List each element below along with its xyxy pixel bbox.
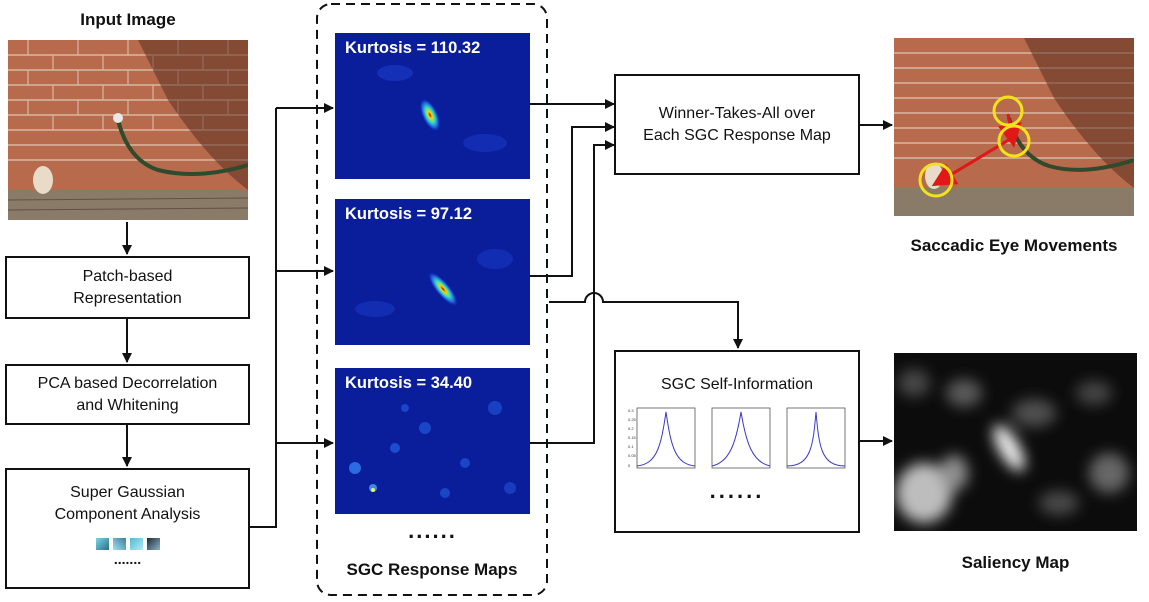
sgca-dots: ....... — [113, 551, 142, 567]
kurtosis-label-2: Kurtosis = 97.12 — [345, 205, 473, 223]
pca-line1: PCA based Decorrelation — [37, 374, 218, 392]
patch-line2: Representation — [73, 289, 182, 307]
wta-line2: Each SGC Response Map — [643, 126, 831, 144]
heatmap-1 — [335, 33, 530, 179]
basis-thumb — [129, 538, 143, 550]
sgca-line2: Component Analysis — [54, 506, 201, 523]
pca-line2: and Whitening — [76, 396, 179, 414]
pca-whitening-box: PCA based Decorrelation and Whitening — [5, 364, 250, 425]
patch-representation-box: Patch-based Representation — [5, 256, 250, 319]
sgca-box: Super Gaussian Component Analysis ......… — [5, 468, 250, 589]
basis-thumb — [112, 538, 126, 550]
distribution-plot — [711, 407, 771, 469]
saliency-map — [894, 353, 1137, 531]
response-maps-caption: SGC Response Maps — [346, 560, 518, 579]
response-map-3: Kurtosis = 34.40 — [335, 368, 530, 514]
distribution-plot: 0.3 0.25 0.2 0.15 0.1 0.05 0 — [628, 407, 696, 469]
saliency-caption: Saliency Map — [961, 553, 1070, 572]
distribution-plot — [786, 407, 846, 469]
tick: 0.15 — [628, 435, 637, 440]
sgca-line1: Super Gaussian — [70, 484, 185, 501]
response-map-2: Kurtosis = 97.12 — [335, 199, 530, 345]
self-info-dots: ...... — [709, 478, 765, 503]
basis-thumbnails — [95, 538, 160, 550]
basis-thumb — [95, 538, 109, 550]
basis-thumb — [146, 538, 160, 550]
tick: 0.2 — [628, 426, 634, 431]
response-map-1: Kurtosis = 110.32 — [335, 33, 530, 179]
input-image-title: Input Image — [80, 10, 176, 29]
saccade-image — [894, 38, 1134, 216]
maps-dots: ...... — [408, 518, 457, 543]
distribution-plots: 0.3 0.25 0.2 0.15 0.1 0.05 0 — [627, 406, 847, 474]
tick: 0.05 — [628, 453, 637, 458]
tick: 0.25 — [628, 417, 637, 422]
tick: 0.3 — [628, 408, 634, 413]
wta-line1: Winner-Takes-All over — [658, 104, 816, 122]
heatmap-3 — [335, 368, 530, 514]
winner-takes-all-box: Winner-Takes-All over Each SGC Response … — [614, 74, 860, 175]
self-info-title: SGC Self-Information — [660, 376, 814, 393]
patch-line1: Patch-based — [82, 267, 173, 285]
input-image — [8, 40, 248, 220]
saccade-caption: Saccadic Eye Movements — [910, 236, 1118, 255]
kurtosis-label-1: Kurtosis = 110.32 — [345, 39, 481, 57]
self-information-box: SGC Self-Information 0.3 0.25 0.2 0.15 0… — [614, 350, 860, 533]
tick: 0 — [628, 463, 631, 468]
heatmap-2 — [335, 199, 530, 345]
kurtosis-label-3: Kurtosis = 34.40 — [345, 374, 473, 392]
tick: 0.1 — [628, 444, 634, 449]
